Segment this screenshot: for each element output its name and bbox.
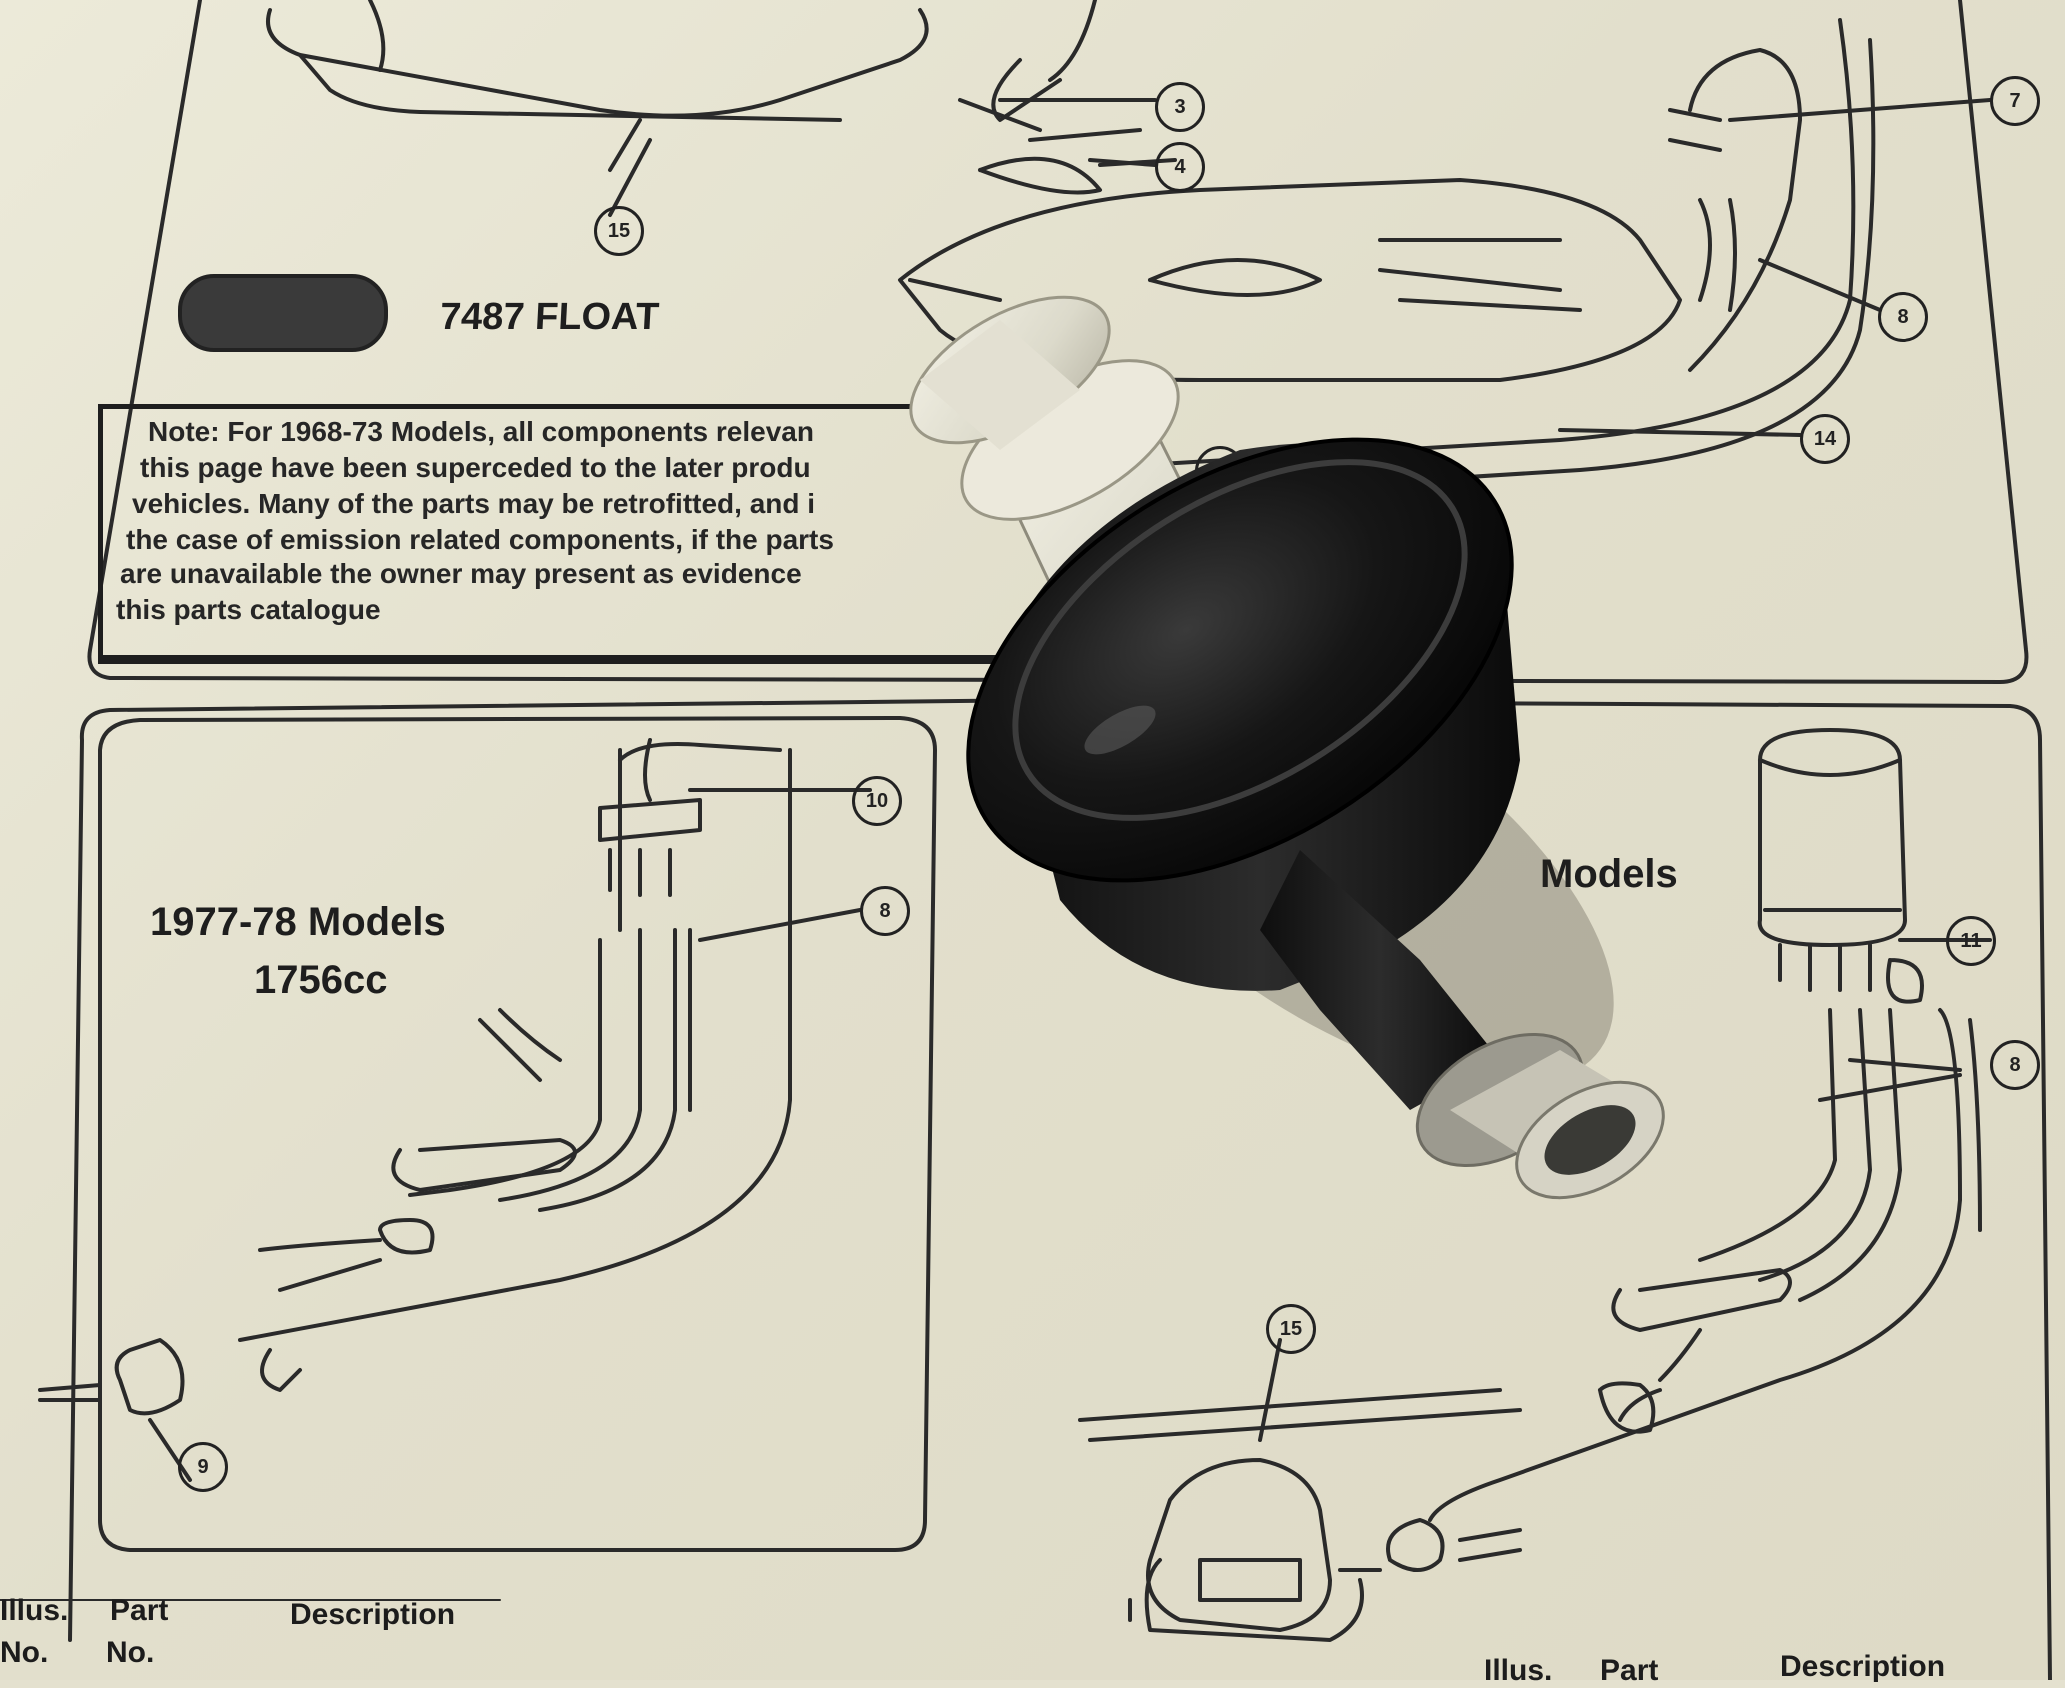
table-header-illus: Illus.: [0, 1594, 69, 1627]
callout-3: 3: [1155, 82, 1205, 132]
table-header-description: Description: [290, 1598, 456, 1631]
callout-9-left: 9: [178, 1442, 228, 1492]
callout-8-left: 8: [860, 886, 910, 936]
top-tank-outline: [266, 8, 929, 118]
table-header-no: No.: [0, 1636, 49, 1669]
bottom-right-panel-outer: [1228, 700, 2052, 1680]
note-line-1: Note: For 1968-73 Models, all components…: [148, 416, 814, 447]
note-line-2: this page have been superceded to the la…: [140, 452, 811, 483]
callout-4: 4: [1155, 142, 1205, 192]
table-header-description-3: Description: [1780, 1650, 1946, 1683]
table-header-part: Part: [110, 1594, 169, 1627]
callout-7: 7: [1990, 76, 2040, 126]
callout-14: 14: [1800, 414, 1850, 464]
float-shape: [178, 274, 388, 352]
bottom-left-panel-inner: [98, 716, 937, 1552]
table-header-part-no: No.: [106, 1636, 155, 1669]
note-line-3: vehicles. Many of the parts may be retro…: [132, 488, 816, 519]
callout-15-bottom: 15: [1266, 1304, 1316, 1354]
note-line-6: this parts catalogue: [116, 594, 381, 625]
bottom-left-panel-outer: [68, 708, 112, 1642]
note-line-5: are unavailable the owner may present as…: [120, 558, 802, 589]
right-diagram-title: Models: [1540, 852, 1678, 896]
bottom-pump: [1146, 1458, 1332, 1632]
canister: [1757, 728, 1907, 947]
top-right-pipe: [1688, 48, 1802, 372]
callout-10: 10: [852, 776, 902, 826]
callout-8-top: 8: [1878, 292, 1928, 342]
callout-8-right: 8: [1990, 1040, 2040, 1090]
note-line-4: the case of emission related components,…: [126, 524, 834, 555]
lower-nozzle: [1415, 1032, 1665, 1200]
callout-11: 11: [1946, 916, 1996, 966]
left-diagram-subtitle: 1756cc: [254, 958, 388, 1002]
left-diagram-title: 1977-78 Models: [150, 900, 446, 944]
callout-15-top: 15: [594, 206, 644, 256]
black-valve-body: [966, 437, 1520, 1110]
